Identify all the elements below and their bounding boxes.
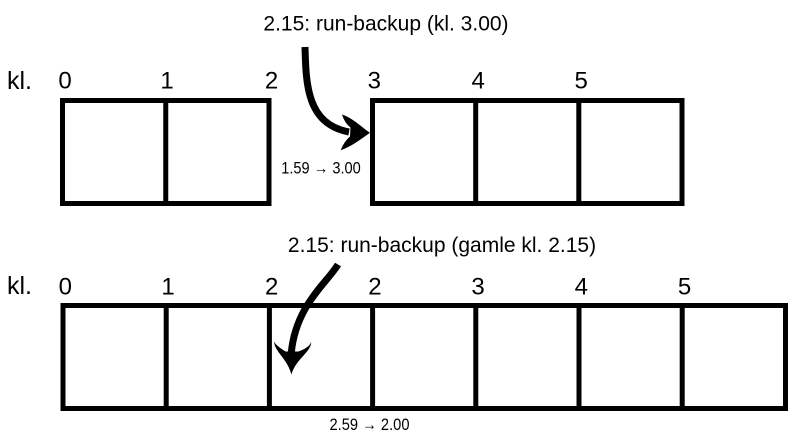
svg-text:3: 3 [471,273,484,300]
svg-text:2.15: run-backup (kl. 3.00): 2.15: run-backup (kl. 3.00) [263,13,508,36]
svg-text:1.59 → 3.00: 1.59 → 3.00 [281,159,361,178]
svg-text:0: 0 [59,273,72,300]
svg-text:2: 2 [368,273,381,300]
svg-text:5: 5 [678,273,691,300]
svg-text:kl.: kl. [7,67,32,95]
svg-text:2: 2 [265,273,278,300]
svg-text:0: 0 [58,67,71,94]
svg-text:1: 1 [161,273,174,300]
svg-text:5: 5 [575,67,588,94]
svg-text:2.15: run-backup (gamle kl. 2.: 2.15: run-backup (gamle kl. 2.15) [288,234,596,257]
svg-text:2.59 → 2.00: 2.59 → 2.00 [330,415,410,434]
svg-text:3: 3 [368,67,381,94]
svg-text:4: 4 [472,67,485,94]
svg-text:1: 1 [160,67,173,94]
svg-text:4: 4 [575,273,588,300]
svg-text:2: 2 [265,67,278,94]
svg-text:kl.: kl. [7,272,32,300]
